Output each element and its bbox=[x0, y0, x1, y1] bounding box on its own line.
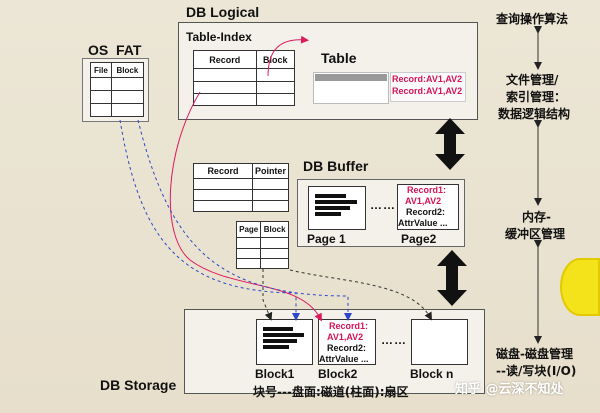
os-fat-cell bbox=[90, 90, 112, 104]
page-block-cell bbox=[260, 247, 289, 259]
table-index-cell bbox=[193, 80, 257, 94]
page-block-cell bbox=[235, 257, 262, 270]
block-address-caption: 块号---盘面:磁道(柱面):扇区 bbox=[253, 385, 409, 399]
page2-attrvalue: AttrValue ... bbox=[398, 218, 448, 228]
cursor-icon bbox=[560, 258, 600, 316]
block2-label: Block2 bbox=[318, 367, 358, 381]
db-buffer-dots: …… bbox=[370, 198, 396, 212]
table-record-2: Record:AV1,AV2 bbox=[392, 86, 463, 96]
os-fat-col-block: Block bbox=[110, 62, 145, 78]
page-block-cell bbox=[260, 257, 289, 270]
page2-record2: Record2: bbox=[406, 207, 446, 217]
os-fat-col-file: File bbox=[90, 62, 112, 78]
table-index-grid: Record Block bbox=[193, 49, 296, 107]
db-storage-dots: …… bbox=[381, 333, 407, 347]
watermark: 知乎 @云深不知处 bbox=[455, 382, 564, 397]
block1-label: Block1 bbox=[255, 367, 295, 381]
page-block-col-block: Block bbox=[260, 220, 289, 239]
blockn-label: Block n bbox=[410, 367, 454, 381]
file-mgmt-line2: 索引管理： bbox=[506, 90, 567, 104]
table-index-title: Table-Index bbox=[186, 30, 252, 44]
record-pointer-cell bbox=[193, 178, 253, 190]
table-records-box bbox=[390, 72, 466, 102]
table-index-cell bbox=[193, 92, 257, 107]
record-pointer-cell bbox=[251, 200, 290, 212]
block2-attrvalue: AttrValue ... bbox=[319, 354, 369, 364]
big-double-arrow-bottom bbox=[437, 250, 467, 306]
table-title: Table bbox=[321, 50, 357, 66]
page2-av: AV1,AV2 bbox=[405, 196, 442, 206]
table-record-1: Record:AV1,AV2 bbox=[392, 74, 463, 84]
os-fat-cell bbox=[90, 77, 112, 91]
block2-box bbox=[318, 319, 376, 365]
os-fat-cell bbox=[110, 103, 145, 117]
table-thumbnail bbox=[313, 72, 389, 104]
record-pointer-table: Record Pointer bbox=[193, 163, 290, 212]
page-block-cell bbox=[235, 237, 262, 249]
block2-av: AV1,AV2 bbox=[327, 332, 364, 342]
record-pointer-cell bbox=[251, 178, 290, 190]
page-block-cell bbox=[235, 247, 262, 259]
table-index-col-record: Record bbox=[193, 49, 257, 70]
table-index-cell bbox=[255, 92, 296, 107]
os-fat-cell bbox=[90, 103, 112, 117]
page2-box bbox=[397, 184, 459, 230]
record-pointer-cell bbox=[251, 189, 290, 201]
blue-arrow-fat-to-block1 bbox=[119, 119, 300, 321]
memory-line2: 缓冲区管理 bbox=[505, 227, 566, 241]
page-block-col-page: Page bbox=[235, 220, 262, 239]
page-block-table: Page Block bbox=[235, 220, 289, 270]
record-pointer-cell bbox=[193, 200, 253, 212]
os-fat-grid: File Block bbox=[90, 62, 145, 117]
big-double-arrow-top bbox=[435, 118, 465, 170]
os-fat-title: OS FAT bbox=[88, 42, 142, 58]
blockn-box bbox=[411, 319, 468, 365]
db-logical-title: DB Logical bbox=[186, 4, 260, 20]
block2-record2: Record2: bbox=[327, 343, 367, 353]
block1-box bbox=[256, 319, 313, 365]
memory-line1: 内存- bbox=[522, 210, 551, 224]
os-fat-cell bbox=[110, 77, 145, 91]
disk-line1: 磁盘-磁盘管理 bbox=[496, 347, 573, 361]
query-algorithm-label: 查询操作算法 bbox=[496, 12, 569, 26]
table-index-cell bbox=[193, 68, 257, 82]
disk-line2: --读/写块(I/O) bbox=[496, 364, 577, 378]
table-index-cell bbox=[255, 68, 296, 82]
record-pointer-col-pointer: Pointer bbox=[251, 163, 290, 179]
table-index-cell bbox=[255, 80, 296, 94]
table-index-col-block: Block bbox=[255, 49, 296, 70]
block2-record1: Record1: bbox=[329, 321, 369, 331]
page1-label: Page 1 bbox=[307, 232, 346, 246]
page2-label: Page2 bbox=[401, 232, 437, 246]
page1-box bbox=[308, 186, 366, 230]
db-buffer-title: DB Buffer bbox=[303, 158, 369, 174]
record-pointer-cell bbox=[193, 189, 253, 201]
db-storage-title: DB Storage bbox=[100, 377, 177, 393]
record-pointer-col-record: Record bbox=[193, 163, 253, 179]
page-block-cell bbox=[260, 237, 289, 249]
file-mgmt-line1: 文件管理/ bbox=[506, 73, 559, 87]
file-mgmt-line3: 数据逻辑结构 bbox=[498, 107, 571, 121]
page2-record1: Record1: bbox=[407, 185, 447, 195]
os-fat-cell bbox=[110, 90, 145, 104]
